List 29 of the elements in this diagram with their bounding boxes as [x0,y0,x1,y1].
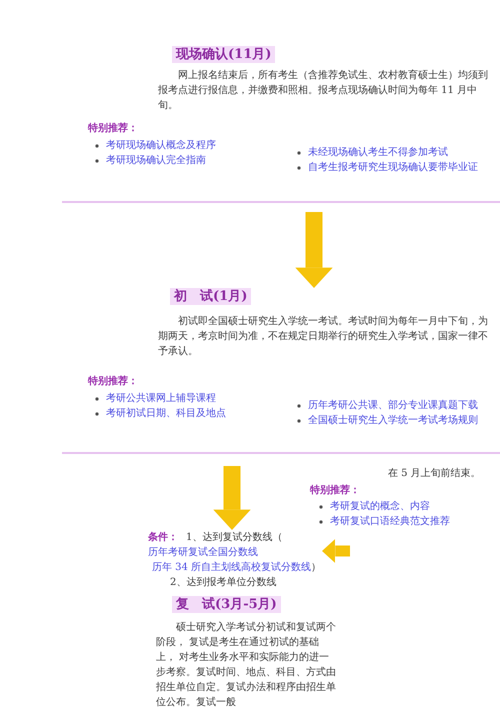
section-heading: 复 试(3月-5月) [172,596,281,613]
link: 考研现场确认完全指南 [106,154,206,168]
section-label: 特别推荐： [88,374,138,389]
link: 考研初试日期、科目及地点 [106,406,226,421]
paragraph: 在 5 月上旬前结束。 [388,466,481,481]
arrow [295,212,333,288]
link: 考研现场确认概念及程序 [106,138,216,153]
condition-text: 1、达到复试分数线（ [186,530,282,545]
link: 考研复试的概念、内容 [330,500,430,514]
link: 历年 34 所自主划线高校复试分数线 [152,560,312,575]
link: 全国硕士研究生入学统一考试考场规则 [308,414,478,428]
paragraph: 硕士研究入学考试分初试和复试两个阶段， 复试是考生在通过初试的基础上， 对考生业务水平和实际能力的进一步考察。复试时间、地点、科目、方式由招生单位自定。复试办法和程序由招生单位公布。复试一般 [156,620,336,707]
condition-text: ） [311,561,322,575]
section-label: 特别推荐： [88,122,138,136]
link: 考研复试口语经典范文推荐 [330,514,450,529]
link: 历年考研复试全国分数线 [148,546,258,560]
paragraph: 网上报名结束后，所有考生（含推荐免试生、农村教育硕士生）均须到报考点进行报信息，并缴费和照相。报考点现场确认时间为每年 11 月中旬。 [158,68,489,113]
arrow [213,466,251,530]
condition-label: 条件： [148,530,178,545]
section-heading: 现场确认(11月) [172,46,276,63]
link: 考研公共课网上辅导课程 [106,392,216,406]
paragraph: 初试即全国硕士研究生入学统一考试。考试时间为每年一月中下旬，为期两天，考京时间为准，不在规定日期举行的研究生入学考试，国家一律不予承认。 [158,314,489,359]
section-heading: 初 试(1月) [170,288,252,305]
condition-text: 2、达到报考单位分数线 [170,576,276,590]
arrow [322,538,350,564]
link: 历年考研公共课、部分专业课真题下载 [308,398,478,413]
link: 自考生报考研究生现场确认要带毕业证 [308,160,478,175]
link: 未经现场确认考生不得参加考试 [308,146,448,160]
section-label: 特别推荐： [310,484,360,498]
